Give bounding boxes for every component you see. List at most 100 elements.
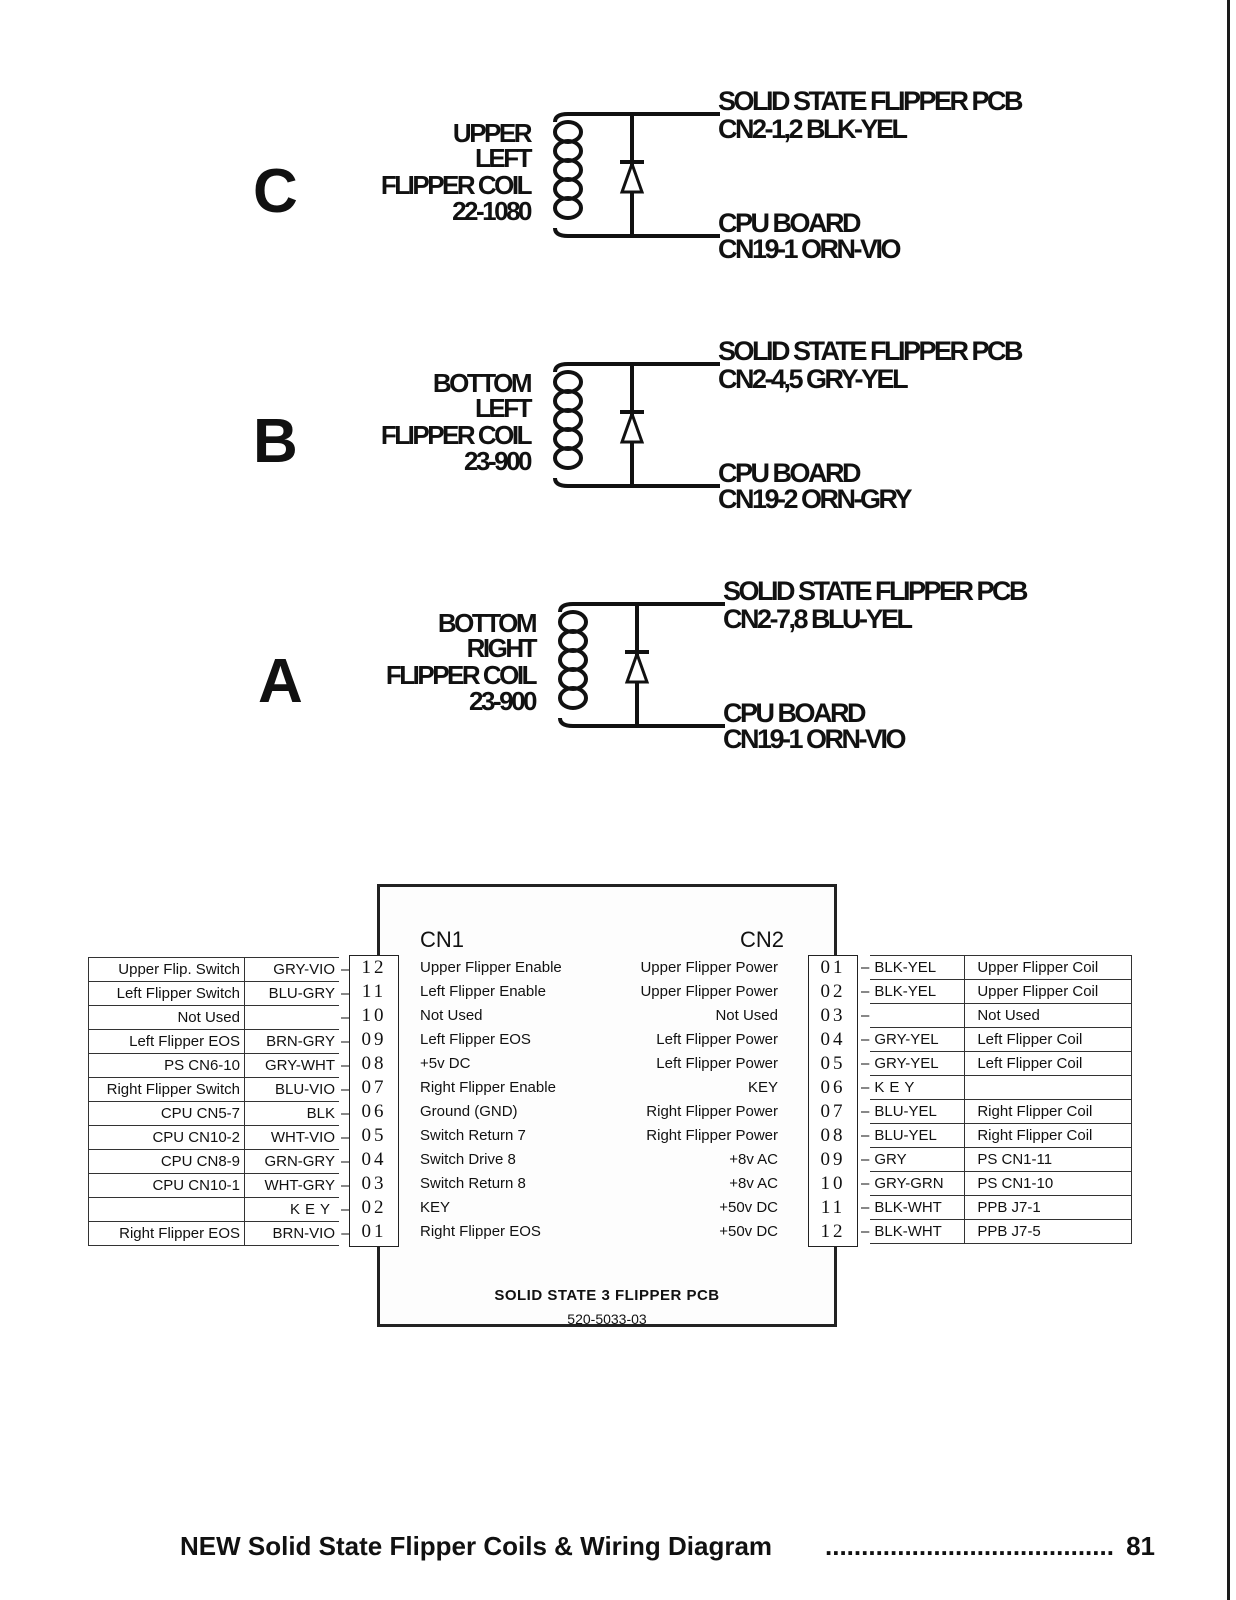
cn2-pin-number: 10: [820, 1173, 846, 1194]
footer-leader-dots: ........................................…: [825, 1531, 1115, 1561]
board-part-number: 520-5033-03: [567, 1311, 647, 1327]
lead-dash: –: [341, 1009, 350, 1026]
cn2-wire-color: BLK-YEL: [870, 979, 966, 1004]
coil-label-line: LEFT: [475, 393, 533, 423]
lead-dash: –: [341, 1129, 350, 1146]
cn2-signal: +8v AC: [729, 1175, 778, 1192]
cn2-pin-number: 02: [820, 981, 846, 1002]
page-number: 81: [1126, 1531, 1155, 1561]
cn2-signal: +50v DC: [719, 1223, 778, 1240]
cn1-signal: Left Flipper EOS: [420, 1031, 531, 1048]
bottom-connection-detail: CN19-2 ORN-GRY: [718, 484, 913, 514]
cn1-destination: Upper Flip. Switch: [88, 957, 245, 982]
cn2-wire-color: BLK-WHT: [870, 1219, 966, 1244]
page-footer: NEW Solid State Flipper Coils & Wiring D…: [180, 1531, 1155, 1567]
board-row: Switch Return 8 +8v AC: [380, 1172, 834, 1196]
cn1-wire-color: GRY-WHT: [244, 1053, 339, 1078]
diode-icon: [619, 409, 645, 444]
cn1-wire-color: [244, 1005, 339, 1030]
cn2-pin-number: 04: [820, 1029, 846, 1050]
cn2-signal: Left Flipper Power: [656, 1031, 778, 1048]
cn2-wire-color: GRY-YEL: [870, 1051, 966, 1076]
cn2-pin-number: 07: [820, 1101, 846, 1122]
bottom-connection-label: CPU BOARD: [718, 458, 861, 488]
bottom-connection-label: CPU BOARD: [723, 698, 866, 728]
section-letter: C: [253, 157, 298, 226]
coil-winding-icon: [553, 370, 583, 470]
cn2-wire-color: BLU-YEL: [870, 1099, 966, 1124]
table-row: –KEY: [860, 1075, 1133, 1100]
cn1-signal: Upper Flipper Enable: [420, 959, 562, 976]
cn2-destination: Not Used: [964, 1003, 1133, 1028]
cn1-signal: Ground (GND): [420, 1103, 518, 1120]
table-row: KEY–: [88, 1197, 352, 1222]
cn1-pin-number: 02: [361, 1197, 387, 1218]
cn1-destination: PS CN6-10: [88, 1053, 245, 1078]
lead-dash: –: [341, 1201, 350, 1218]
cn1-destination: CPU CN10-1: [88, 1173, 245, 1198]
cn1-pin-number: 05: [361, 1125, 387, 1146]
cn1-signal: Switch Return 8: [420, 1175, 526, 1192]
diode-icon: [619, 159, 645, 194]
lead-dash: –: [861, 1103, 870, 1120]
coil-label-line: LEFT: [475, 143, 533, 173]
cn2-title: CN2: [739, 927, 784, 952]
lead-dash: –: [341, 1105, 350, 1122]
coil-label-line: BOTTOM: [433, 368, 531, 398]
coil-label-line: 23-900: [464, 446, 532, 476]
lead-dash: –: [861, 1175, 870, 1192]
cn2-pin-number: 05: [820, 1053, 846, 1074]
coil-label-line: FLIPPER COIL: [381, 420, 533, 450]
coil-label-line: 22-1080: [452, 196, 532, 226]
cn2-destination: Right Flipper Coil: [964, 1099, 1133, 1124]
cn2-signal: Upper Flipper Power: [640, 983, 778, 1000]
cn1-destination: Right Flipper Switch: [88, 1077, 245, 1102]
cn1-signal: Not Used: [420, 1007, 483, 1024]
lead-dash: –: [861, 959, 870, 976]
lead-dash: –: [341, 1057, 350, 1074]
lead-dash: –: [341, 1225, 350, 1242]
cn2-destination: PS CN1-10: [964, 1171, 1133, 1196]
board-row: Ground (GND)Right Flipper Power: [380, 1100, 834, 1124]
cn2-destination: Left Flipper Coil: [964, 1051, 1133, 1076]
coil-label-line: UPPER: [453, 118, 533, 148]
section-letter: B: [253, 407, 298, 476]
cn1-signal: Right Flipper EOS: [420, 1223, 541, 1240]
cn2-signal: Not Used: [715, 1007, 778, 1024]
cn1-pin-number: 10: [361, 1005, 387, 1026]
cn2-destination: Right Flipper Coil: [964, 1123, 1133, 1148]
cn1-title: CN1: [420, 927, 465, 952]
cn2-destination: Left Flipper Coil: [964, 1027, 1133, 1052]
cn1-destination: Left Flipper Switch: [88, 981, 245, 1006]
lead-dash: –: [861, 1151, 870, 1168]
top-wire: [558, 602, 725, 613]
cn1-wire-color: WHT-GRY: [244, 1173, 339, 1198]
lead-dash: –: [861, 1007, 870, 1024]
cn2-wire-color: GRY-YEL: [870, 1027, 966, 1052]
bottom-wire: [553, 477, 720, 488]
board-name: SOLID STATE 3 FLIPPER PCB: [494, 1287, 720, 1304]
cn1-pin-number: 09: [361, 1029, 387, 1050]
cn1-signal: Right Flipper Enable: [420, 1079, 556, 1096]
section-letter: A: [258, 647, 303, 716]
diode-icon: [624, 649, 650, 684]
cn2-pin-number: 11: [820, 1197, 846, 1218]
cn1-wire-color: BLU-GRY: [244, 981, 339, 1006]
